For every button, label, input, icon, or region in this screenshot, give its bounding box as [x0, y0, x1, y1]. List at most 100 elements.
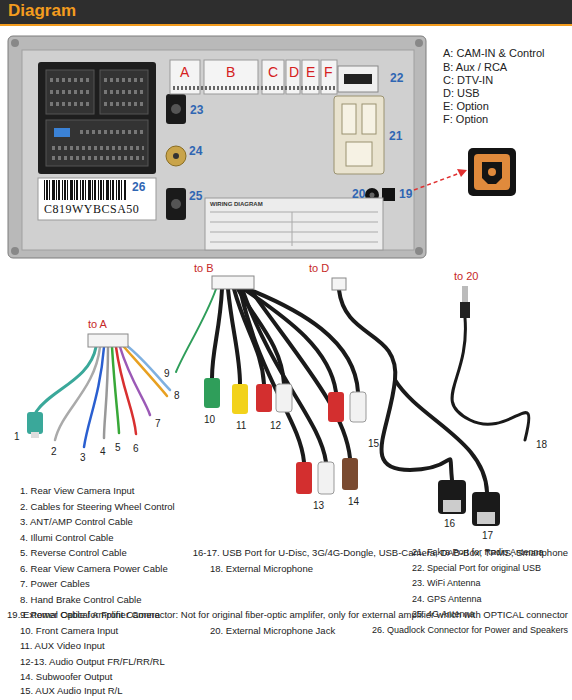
harness-b [276, 384, 292, 412]
harness-a [84, 347, 104, 447]
callout-number: 2 [51, 446, 57, 457]
connector-letter: E [306, 65, 315, 80]
usb-and-fakra-ports [346, 142, 372, 166]
harness-b [204, 378, 358, 494]
harness-a [126, 345, 170, 390]
list-item: 15. AUX Audio Input R/L [20, 683, 122, 699]
legend-key-text: F: Option [443, 113, 488, 125]
quadlock-connector [50, 90, 90, 94]
list-item: 25. 4G Antenna [412, 607, 475, 623]
list-item: 24. GPS Antenna [412, 592, 482, 608]
harness-b [232, 384, 248, 414]
quadlock-connector [50, 78, 90, 82]
header-bar [0, 0, 572, 26]
harness-a [116, 347, 136, 434]
serial-number: C819WYBCSA50 [44, 203, 139, 216]
usb-cable [438, 480, 466, 514]
barcode-label [38, 178, 156, 220]
callout-number: 21 [389, 130, 402, 143]
wiring-sticker [205, 198, 383, 250]
usb-cable [332, 278, 346, 290]
connection-hint: to B [194, 262, 214, 274]
harness-b [204, 378, 220, 408]
header-bar [0, 24, 572, 26]
microphone-cable [462, 286, 468, 304]
list-item: 21. Fakra Port for Radio Antenna [412, 545, 544, 561]
connection-hint: to D [309, 262, 329, 274]
list-item: 1. Rear View Camera Input [20, 483, 134, 499]
usb-cable [395, 380, 487, 492]
optical-pointer [482, 162, 502, 184]
antenna-ports [171, 199, 181, 209]
page-title: Diagram [8, 2, 76, 21]
harness-b [328, 392, 344, 422]
harness-b [240, 289, 304, 462]
usb-cable [339, 290, 452, 480]
antenna-ports [166, 94, 186, 220]
microphone-cable [452, 286, 529, 440]
quadlock-connector [38, 62, 156, 174]
harness-b [296, 462, 312, 494]
connector-letter: D [289, 65, 299, 80]
callout-number: 24 [189, 145, 202, 158]
callout-number: 20 [352, 188, 365, 201]
list-item: 6. Rear View Camera Power Cable [20, 561, 168, 577]
optical-pointer [468, 148, 516, 196]
harness-b [212, 276, 254, 289]
header-bar [0, 0, 572, 24]
head-unit [8, 36, 426, 258]
list-item: 23. WiFi Antenna [412, 576, 481, 592]
optical-pointer [414, 148, 516, 196]
callout-number: 8 [174, 390, 180, 401]
callout-number: 6 [133, 443, 139, 454]
harness-b [350, 392, 366, 422]
legend-key-text: A: CAM-IN & Control [443, 47, 544, 59]
callout-number: 16 [444, 518, 455, 529]
list-item: 2. Cables for Steering Wheel Control [20, 499, 175, 515]
harness-b [212, 289, 222, 378]
harness-a [124, 347, 167, 396]
wiring-sticker [210, 232, 378, 233]
usb-and-fakra-ports [338, 66, 378, 92]
antenna-ports [166, 94, 186, 124]
connector-letter: F [324, 65, 333, 80]
callout-number: 13 [313, 500, 324, 511]
usb-and-fakra-ports [362, 104, 376, 134]
antenna-ports [173, 153, 179, 159]
connection-hint: to 20 [454, 270, 478, 282]
microphone-cable [452, 318, 529, 440]
harness-b [176, 289, 216, 372]
connection-hint: to A [88, 318, 107, 330]
list-item: 5. Reverse Control Cable [20, 545, 127, 561]
list-item: 19. External Optical Amplifier Connector… [7, 607, 568, 623]
callout-number: 15 [368, 438, 379, 449]
legend-key-text: D: USB [443, 87, 480, 99]
legend-key-text: E: Option [443, 100, 489, 112]
list-item: 7. Power Cables [20, 576, 90, 592]
harness-b [250, 289, 350, 458]
callout-number: 22 [390, 72, 403, 85]
head-unit [8, 36, 426, 258]
callout-number: 18 [536, 439, 547, 450]
antenna-ports [166, 188, 186, 220]
connector-letter: B [226, 65, 235, 80]
harness-a [104, 347, 108, 438]
quadlock-connector [104, 90, 144, 94]
harness-sockets [170, 60, 337, 94]
quadlock-connector [52, 156, 144, 160]
quadlock-connector [104, 78, 144, 82]
barcode-label [38, 178, 156, 220]
list-item: 4. Illumi Control Cable [20, 530, 113, 546]
callout-number: 11 [236, 420, 246, 431]
usb-and-fakra-ports [334, 66, 395, 202]
usb-and-fakra-ports [382, 188, 395, 201]
quadlock-connector [50, 102, 90, 106]
callout-number: 10 [204, 414, 215, 425]
list-item: 26. Quadlock Connector for Power and Spe… [372, 623, 568, 639]
usb-cable [477, 512, 495, 524]
callout-number: 19 [399, 188, 412, 201]
callout-number: 12 [270, 420, 281, 431]
legend-key-text: C: DTV-IN [443, 74, 493, 86]
wiring-sticker [210, 212, 378, 246]
